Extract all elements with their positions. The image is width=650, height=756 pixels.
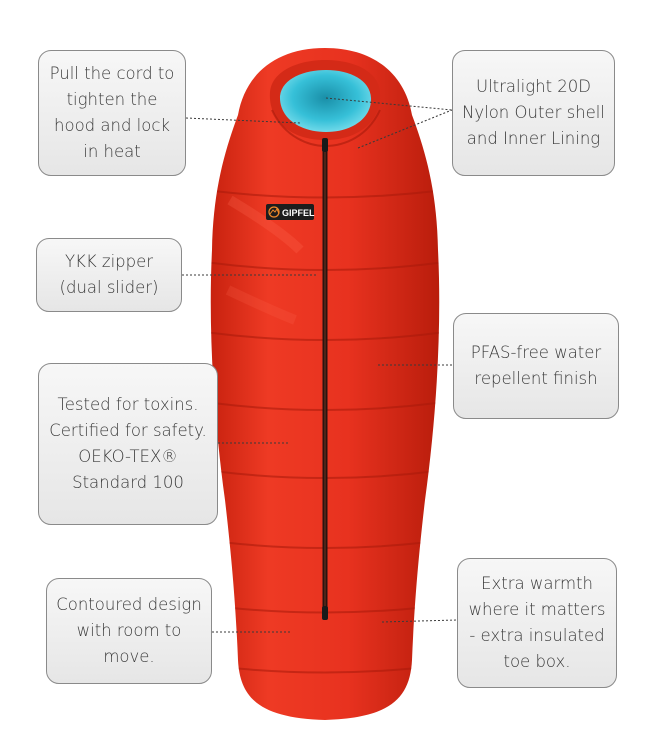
callout-toe-box: Extra warmth where it matters - extra in…	[457, 558, 617, 688]
callout-oeko-tex: Tested for toxins. Certified for safety.…	[38, 363, 218, 525]
zipper	[322, 138, 328, 620]
brand-label: GIPFEL	[282, 208, 315, 218]
callout-pfas-free-text: PFAS-free water repellent finish	[470, 343, 602, 388]
leader-lines	[182, 97, 458, 633]
brand-patch: GIPFEL	[266, 204, 315, 220]
callout-contoured-design: Contoured design with room to move.	[46, 578, 212, 684]
callout-nylon-shell-text: Ultralight 20D Nylon Outer shell and Inn…	[462, 77, 605, 148]
mountain-circle-icon	[268, 206, 280, 218]
callout-hood-cord: Pull the cord to tighten the hood and lo…	[38, 50, 186, 176]
callout-contoured-design-text: Contoured design with room to move.	[56, 595, 202, 666]
callout-nylon-shell: Ultralight 20D Nylon Outer shell and Inn…	[452, 50, 615, 176]
baffle-highlights	[225, 195, 304, 325]
zipper-slider-bottom	[322, 606, 328, 620]
callout-pfas-free: PFAS-free water repellent finish	[453, 313, 619, 419]
callout-oeko-tex-text: Tested for toxins. Certified for safety.…	[49, 395, 207, 492]
callout-ykk-zipper: YKK zipper (dual slider)	[36, 238, 182, 312]
zipper-slider-top	[322, 138, 328, 152]
callout-ykk-zipper-text: YKK zipper (dual slider)	[59, 252, 159, 297]
callout-hood-cord-text: Pull the cord to tighten the hood and lo…	[49, 64, 175, 161]
hood	[269, 60, 381, 148]
callout-toe-box-text: Extra warmth where it matters - extra in…	[468, 574, 606, 671]
